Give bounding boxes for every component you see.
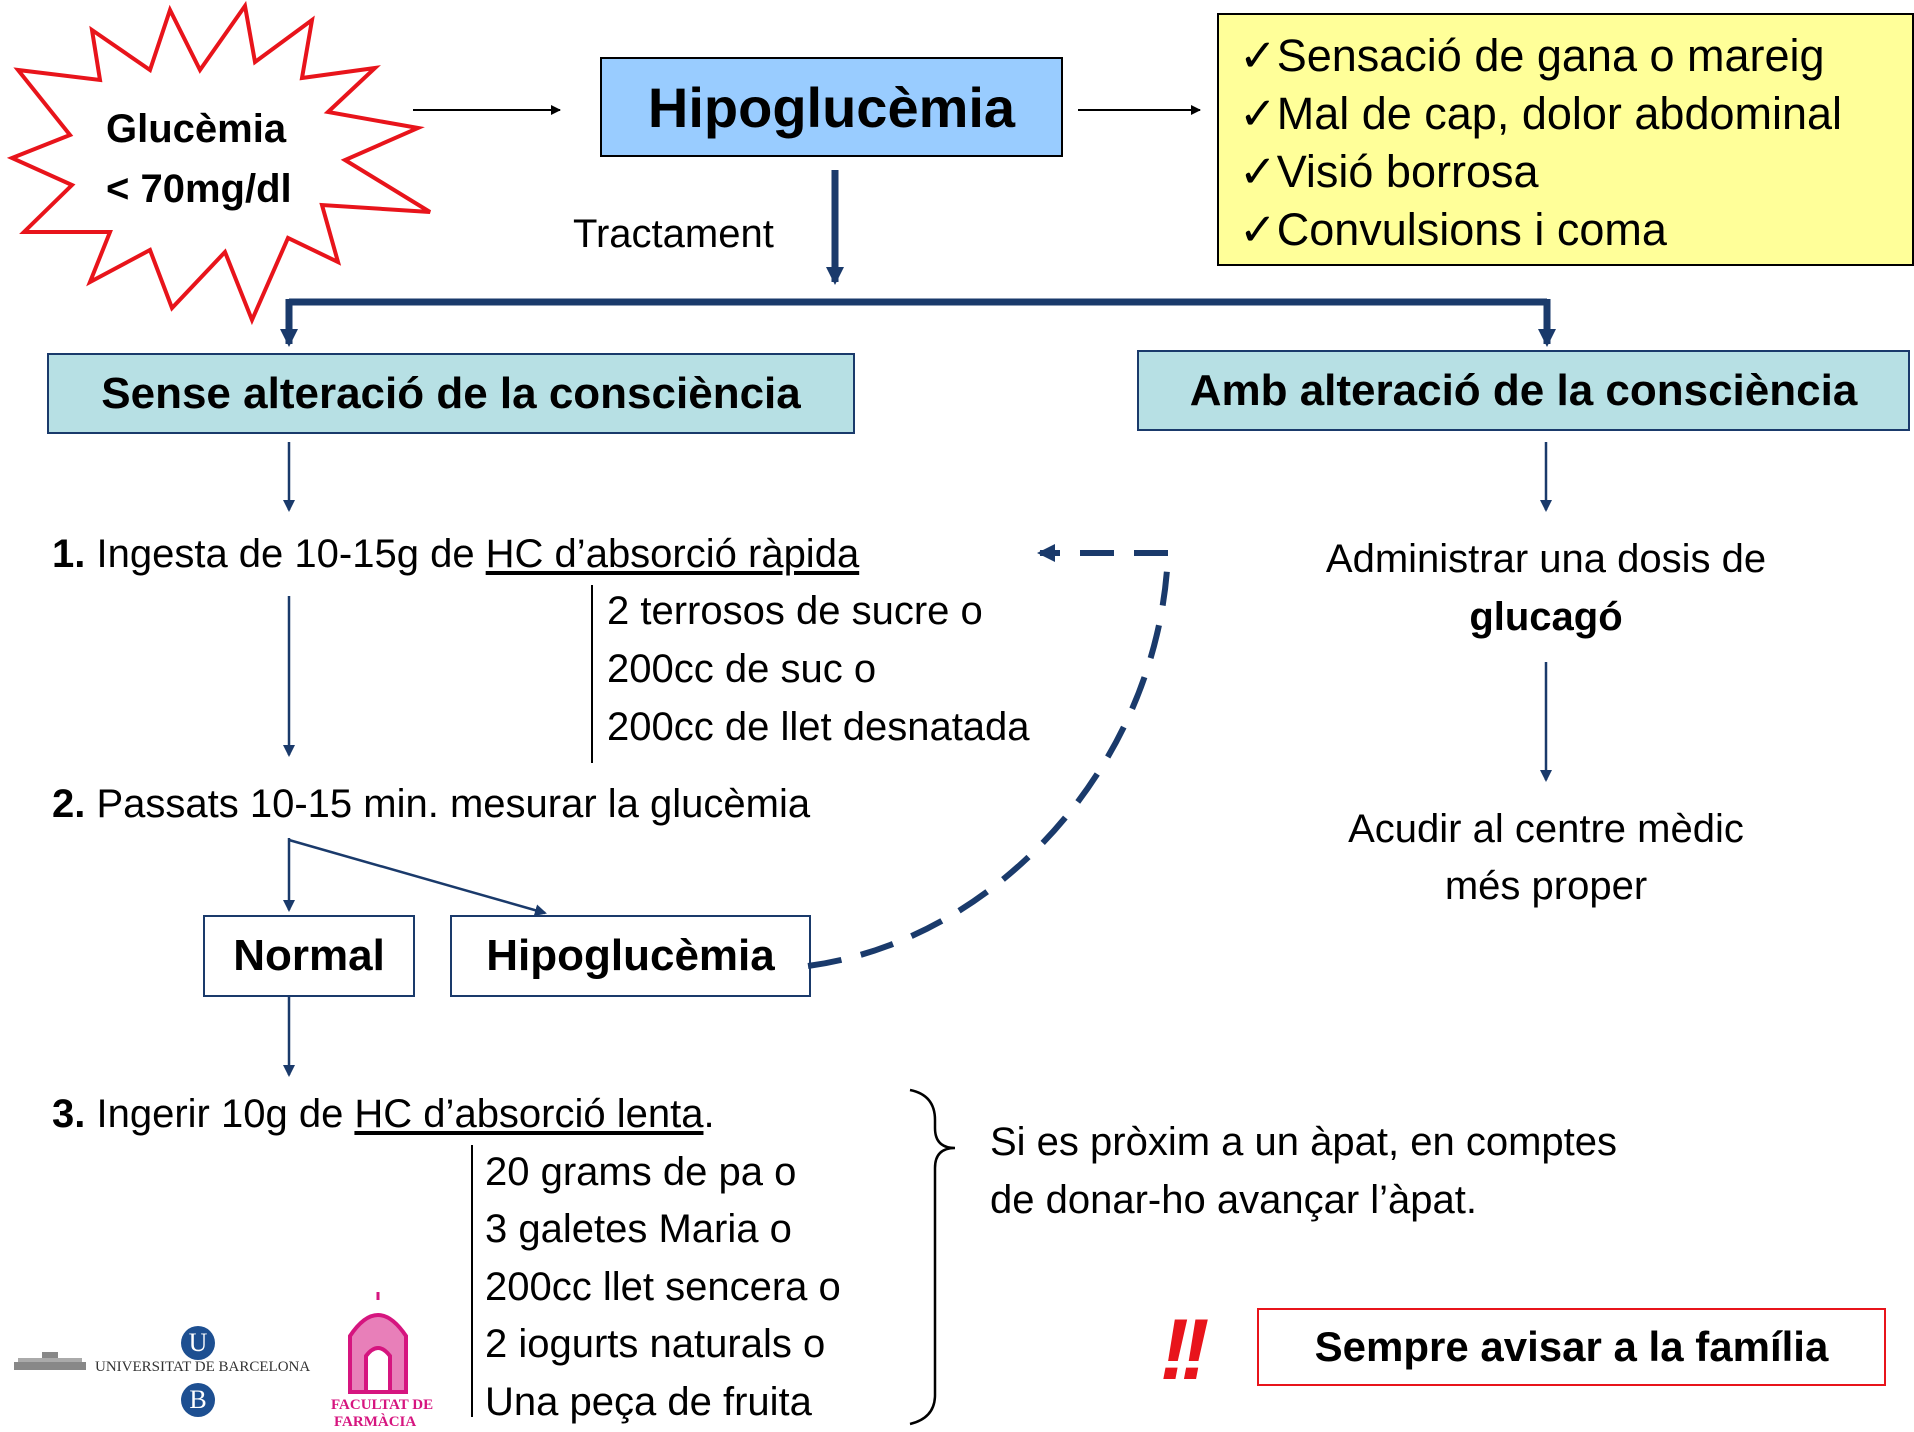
step2: 2. Passats 10-15 min. mesurar la glucèmi…: [52, 780, 810, 828]
step3-text-after: .: [703, 1092, 715, 1136]
dashed-loop: [807, 552, 1171, 969]
step1-option: 2 terrosos de sucre o: [607, 589, 983, 633]
step1-number: 1.: [52, 532, 86, 576]
step3-option: 20 grams de pa o: [485, 1150, 797, 1194]
step1-option: 200cc de llet desnatada: [607, 705, 1030, 749]
alert-box: Sempre avisar a la família: [1257, 1308, 1886, 1386]
step3-option: 2 iogurts naturals o: [485, 1322, 826, 1366]
faculty-line2: FARMÀCIA: [334, 1414, 417, 1430]
treatment-label: Tractament: [573, 212, 774, 256]
symptom-item: ✓Mal de cap, dolor abdominal: [1239, 88, 1843, 139]
step1-link: HC d’absorció ràpida: [485, 532, 860, 576]
step2-text: Passats 10-15 min. mesurar la glucèmia: [85, 782, 811, 826]
step3-option: 200cc llet sencera o: [485, 1265, 841, 1309]
step3-number: 3.: [52, 1092, 86, 1136]
right-step-a-line1: Administrar una dosis de: [1325, 537, 1767, 581]
ub-b-icon: B: [181, 1383, 215, 1417]
right-branch-title: Amb alteració de la consciència: [1189, 365, 1858, 415]
split-diagonal: [288, 838, 547, 917]
curly-brace: [909, 1088, 956, 1426]
outcome-normal: Normal: [233, 931, 385, 980]
symptom-item: ✓Sensació de gana o mareig: [1239, 30, 1825, 81]
outcome-normal-box: Normal: [203, 915, 415, 997]
outcome-hypo: Hipoglucèmia: [486, 931, 775, 980]
main-title: Hipoglucèmia: [647, 75, 1016, 139]
starburst-line2: < 70mg/dl: [106, 167, 292, 211]
step3-text: Ingerir 10g de: [85, 1092, 355, 1136]
step3: 3. Ingerir 10g de HC d’absorció lenta.: [52, 1090, 715, 1138]
step3-option: 3 galetes Maria o: [485, 1207, 792, 1251]
right-step-b-line1: Acudir al centre mèdic: [1348, 807, 1744, 851]
main-title-box: Hipoglucèmia: [600, 57, 1063, 157]
step1-option: 200cc de suc o: [607, 647, 877, 691]
symptoms-box: ✓Sensació de gana o mareig ✓Mal de cap, …: [1217, 13, 1914, 266]
alert-text: Sempre avisar a la família: [1314, 1323, 1829, 1370]
step3-options-bar: [471, 1145, 473, 1417]
right-branch-title-box: Amb alteració de la consciència: [1137, 350, 1910, 431]
step1: 1. Ingesta de 10-15g de HC d’absorció rà…: [52, 530, 859, 578]
alert-exclamation-icon: !!: [1160, 1302, 1209, 1398]
outcome-hypo-box: Hipoglucèmia: [450, 915, 811, 997]
faculty-pharmacy-icon: [348, 1292, 408, 1394]
faculty-line1: FACULTAT DE: [331, 1397, 434, 1413]
ub-b-letter: B: [189, 1385, 207, 1414]
note-line1: Si es pròxim a un àpat, en comptes: [990, 1120, 1617, 1164]
ub-u-letter: U: [188, 1328, 208, 1357]
symptom-item: ✓Convulsions i coma: [1239, 204, 1667, 255]
symptom-item: ✓Visió borrosa: [1239, 146, 1539, 197]
starburst-shape: [6, 0, 432, 326]
step1-text: Ingesta de 10-15g de: [85, 532, 486, 576]
university-building-icon: [14, 1352, 86, 1370]
step1-options-bar: [591, 585, 593, 763]
step3-link: HC d’absorció lenta: [354, 1092, 704, 1136]
left-branch-title-box: Sense alteració de la consciència: [47, 353, 855, 434]
right-step-a-line2: glucagó: [1469, 595, 1623, 639]
right-step-b-line2: més proper: [1444, 864, 1648, 908]
ub-u-icon: U: [181, 1326, 215, 1360]
starburst-line1: Glucèmia: [106, 107, 287, 151]
left-branch-title: Sense alteració de la consciència: [101, 368, 801, 418]
note-line2: de donar-ho avançar l’àpat.: [990, 1178, 1477, 1222]
step3-option: Una peça de fruita: [485, 1380, 812, 1424]
university-name: UNIVERSITAT DE BARCELONA: [95, 1359, 311, 1375]
step2-number: 2.: [52, 782, 86, 826]
